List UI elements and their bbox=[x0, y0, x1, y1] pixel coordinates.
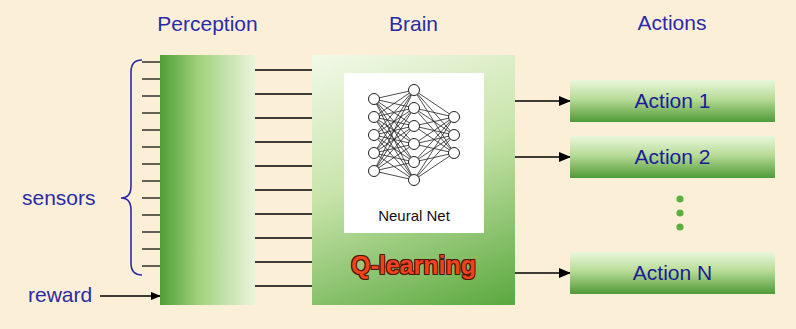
reward-label: reward bbox=[28, 283, 92, 307]
action-box: Action 1 bbox=[570, 80, 775, 122]
column-heading: Brain bbox=[389, 12, 438, 36]
action-box: Action 2 bbox=[570, 136, 775, 178]
neural-net-box: Neural Net bbox=[344, 73, 484, 233]
signal-line bbox=[255, 261, 312, 263]
column-heading: Actions bbox=[638, 11, 707, 35]
signal-line bbox=[255, 93, 312, 95]
perception-box: Perception bbox=[160, 55, 255, 305]
action-arrow bbox=[515, 100, 570, 102]
signal-line bbox=[255, 165, 312, 167]
column-heading: Perception bbox=[157, 12, 257, 36]
signal-line bbox=[255, 213, 312, 215]
ellipsis-dots bbox=[676, 195, 683, 230]
sensors-label: sensors bbox=[22, 186, 96, 210]
neural-net-illustration bbox=[344, 75, 484, 200]
signal-line bbox=[255, 69, 312, 71]
signal-line bbox=[255, 141, 312, 143]
signal-line bbox=[255, 189, 312, 191]
sensor-brace bbox=[121, 60, 142, 275]
action-label: Action 2 bbox=[635, 145, 711, 169]
signal-line bbox=[255, 237, 312, 239]
action-box: Action N bbox=[570, 252, 775, 294]
action-label: Action 1 bbox=[635, 89, 711, 113]
signal-line bbox=[255, 117, 312, 119]
node-label: Q-learning bbox=[312, 251, 515, 280]
action-label: Action N bbox=[633, 261, 712, 285]
action-arrow bbox=[515, 272, 570, 274]
signal-line bbox=[255, 285, 312, 287]
action-arrow bbox=[515, 156, 570, 158]
sensor-lines bbox=[142, 62, 160, 266]
node-label: Neural Net bbox=[344, 207, 484, 224]
reward-arrow bbox=[100, 295, 160, 296]
